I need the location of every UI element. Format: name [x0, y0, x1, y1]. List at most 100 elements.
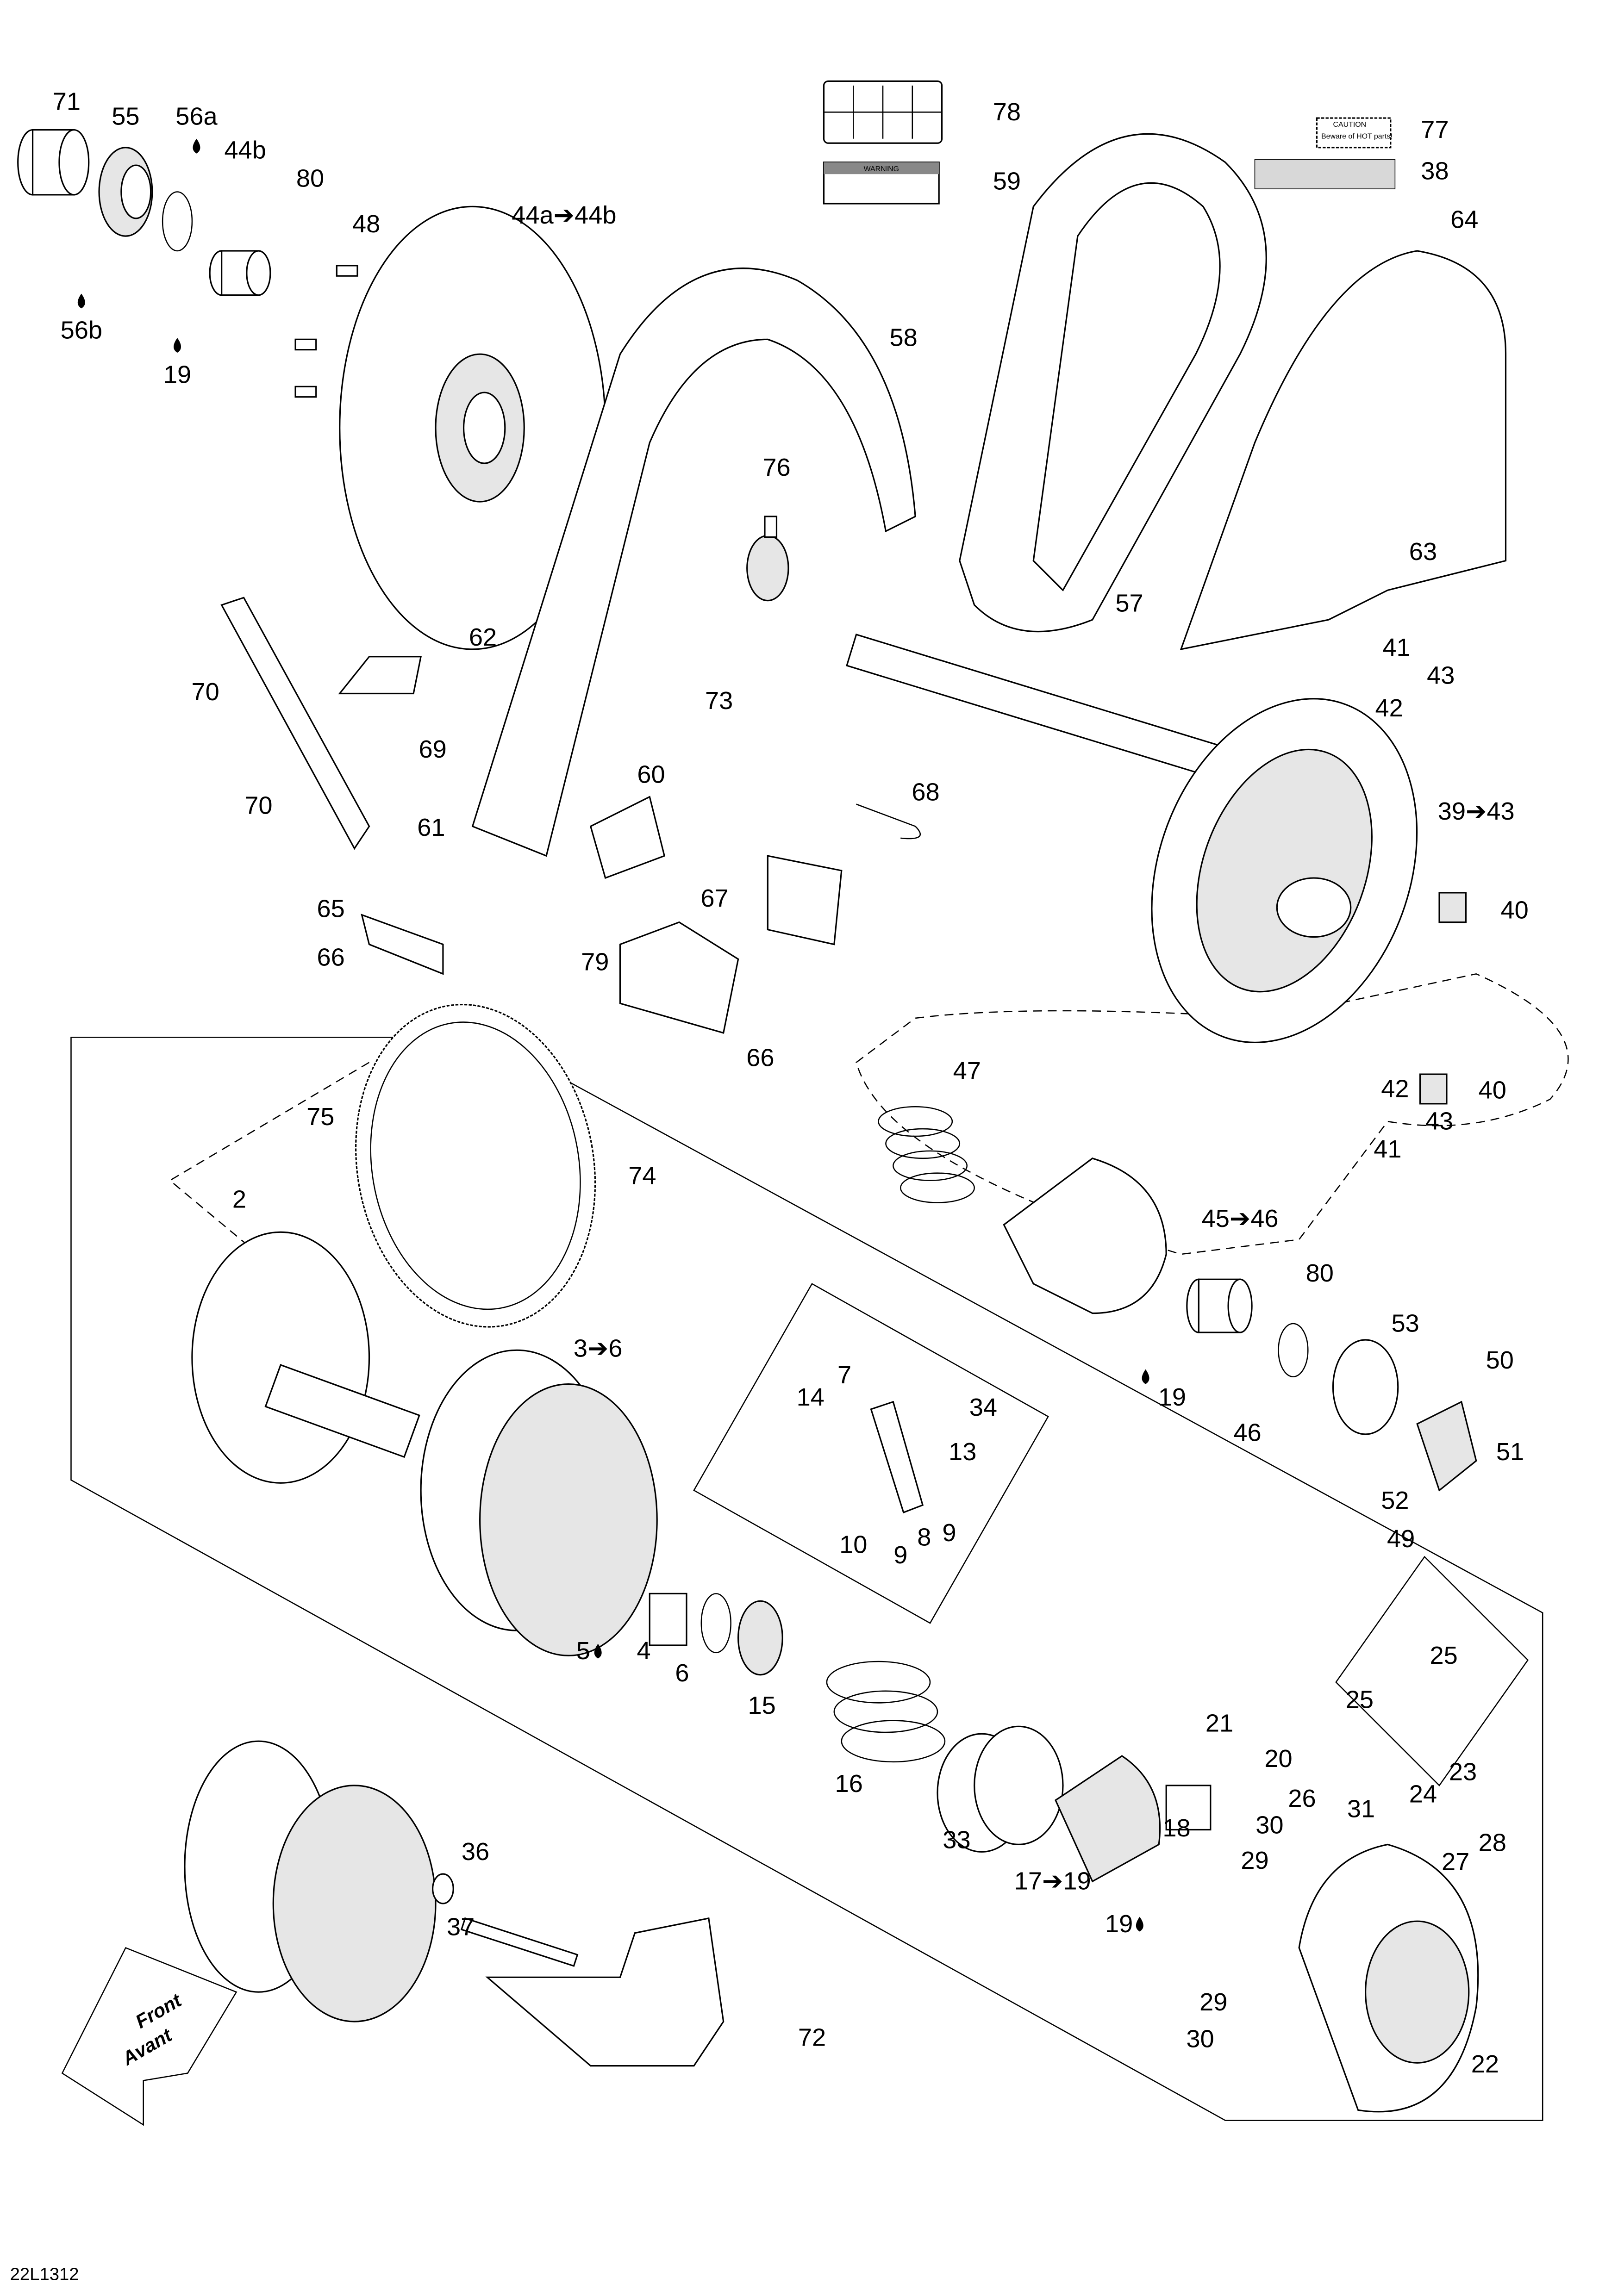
callout-80: 80	[296, 164, 324, 192]
callout-70: 70	[244, 791, 272, 819]
callout-59: 59	[993, 168, 1021, 195]
callout-28: 28	[1479, 1829, 1506, 1857]
lever-70	[220, 597, 370, 850]
circlip-44b	[162, 191, 193, 252]
callout-45➔46: 45➔46	[1202, 1205, 1279, 1232]
callout-42: 42	[1381, 1075, 1409, 1102]
belt-guard-support-58	[471, 268, 916, 857]
lubricant-drop-icon	[1136, 1916, 1143, 1932]
callout-29: 29	[1199, 1988, 1227, 2016]
callout-15: 15	[748, 1692, 775, 1719]
callout-19: 19	[1105, 1910, 1133, 1938]
lubricant-drop-icon	[77, 293, 85, 309]
callout-58: 58	[890, 324, 918, 352]
callout-2: 2	[232, 1186, 246, 1213]
callout-25: 25	[1430, 1642, 1457, 1669]
bushing-71	[17, 129, 90, 196]
callout-24: 24	[1409, 1780, 1437, 1808]
callout-72: 72	[798, 2024, 826, 2052]
callout-17➔19: 17➔19	[1014, 1867, 1091, 1895]
callout-38: 38	[1421, 157, 1449, 185]
callout-61: 61	[417, 814, 445, 841]
callout-47: 47	[953, 1057, 981, 1085]
callout-25: 25	[1346, 1686, 1374, 1713]
ring-6	[700, 1593, 731, 1654]
callout-36: 36	[462, 1838, 489, 1866]
callout-14: 14	[797, 1383, 824, 1411]
bushing-33	[937, 1725, 1064, 1853]
callout-51: 51	[1496, 1438, 1524, 1466]
callout-75: 75	[306, 1103, 334, 1131]
callout-66: 66	[746, 1044, 774, 1072]
callout-18: 18	[1162, 1814, 1190, 1842]
callout-31: 31	[1347, 1795, 1375, 1823]
callout-79: 79	[581, 948, 609, 976]
callout-64: 64	[1450, 206, 1478, 234]
callout-52: 52	[1381, 1487, 1409, 1514]
drive-belt-57	[959, 133, 1267, 633]
bracket-62	[338, 656, 422, 695]
spider-17	[1055, 1755, 1161, 1883]
decal-59: WARNING	[823, 162, 940, 205]
callout-70: 70	[191, 678, 219, 706]
callout-74: 74	[628, 1162, 656, 1190]
callout-20: 20	[1264, 1745, 1292, 1773]
ring-gear-74	[355, 1003, 596, 1328]
callout-30: 30	[1186, 2025, 1214, 2053]
callout-19: 19	[1158, 1383, 1186, 1411]
shaft	[846, 633, 1224, 779]
callout-30: 30	[1255, 1811, 1283, 1839]
callout-71: 71	[53, 87, 81, 115]
callout-46: 46	[1233, 1419, 1261, 1446]
callout-16: 16	[835, 1770, 863, 1798]
bracket-79	[619, 921, 739, 1034]
callout-57: 57	[1115, 590, 1143, 617]
callout-37: 37	[447, 1913, 475, 1941]
callout-40: 40	[1479, 1076, 1506, 1104]
callout-42: 42	[1375, 694, 1403, 722]
callout-3➔6: 3➔6	[574, 1335, 623, 1363]
decal-77-heading: CAUTION	[1333, 121, 1366, 129]
bolt-37	[460, 1917, 579, 1967]
lever-group-frame	[693, 1283, 1049, 1624]
belt-guard-63	[1180, 250, 1507, 650]
cam-45	[1003, 1157, 1167, 1314]
callout-68: 68	[912, 778, 939, 806]
lubricant-drop-icon	[1142, 1369, 1149, 1384]
spacer-40b	[1419, 1073, 1448, 1105]
callout-5: 5	[576, 1637, 590, 1665]
pin-68	[856, 803, 921, 840]
dashed-leader-75	[169, 1062, 370, 1255]
spring-47	[878, 1106, 975, 1203]
avant-label: Avant	[118, 2023, 176, 2070]
seal-15	[737, 1600, 783, 1676]
drawing-id: 22L1312	[10, 2264, 79, 2284]
callout-41: 41	[1374, 1135, 1401, 1163]
front-arrow: Front Avant	[61, 1947, 237, 2126]
washer-53	[1332, 1339, 1399, 1435]
callout-69: 69	[418, 735, 446, 763]
callout-9: 9	[893, 1541, 907, 1569]
bushing-4	[649, 1593, 687, 1646]
callout-7: 7	[837, 1361, 851, 1389]
callout-48: 48	[352, 210, 380, 238]
callout-50: 50	[1486, 1346, 1514, 1374]
callout-77: 77	[1421, 116, 1449, 143]
callout-40: 40	[1500, 896, 1528, 924]
callout-22: 22	[1471, 2050, 1499, 2078]
callout-6: 6	[675, 1659, 689, 1687]
lever-7	[870, 1400, 924, 1514]
bushing-80	[209, 250, 271, 296]
callout-27: 27	[1442, 1848, 1469, 1876]
callout-33: 33	[943, 1826, 970, 1854]
retainer-49	[1416, 1400, 1477, 1492]
callout-67: 67	[700, 884, 728, 912]
decal-59-heading: WARNING	[864, 165, 899, 173]
callout-19: 19	[163, 361, 191, 388]
callout-65: 65	[317, 895, 344, 922]
callout-13: 13	[949, 1438, 976, 1466]
bushing-80b	[1186, 1278, 1253, 1333]
callout-4: 4	[637, 1637, 650, 1665]
